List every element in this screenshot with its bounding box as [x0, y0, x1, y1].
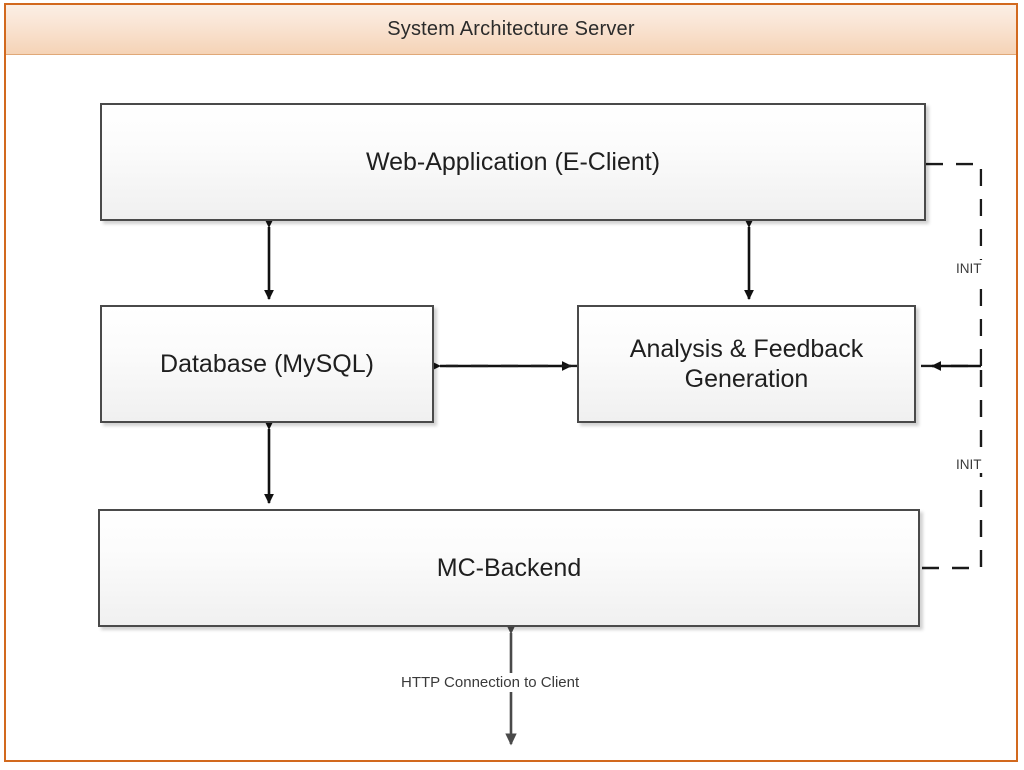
diagram-canvas: Web-Application (E-Client) Database (MyS… [6, 55, 1016, 760]
node-web-application[interactable]: Web-Application (E-Client) [100, 103, 926, 221]
node-database[interactable]: Database (MySQL) [100, 305, 434, 423]
node-analysis-feedback[interactable]: Analysis & Feedback Generation [577, 305, 916, 423]
diagram-frame: System Architecture Server [4, 3, 1018, 762]
node-analysis-line-1: Analysis & Feedback [629, 334, 864, 363]
node-mc-backend-label: MC-Backend [436, 553, 582, 582]
title-bar: System Architecture Server [6, 5, 1016, 55]
node-web-application-label: Web-Application (E-Client) [365, 147, 661, 176]
edge-label-init-top: INIT [953, 260, 985, 277]
node-analysis-feedback-label: Analysis & Feedback Generation [610, 334, 883, 395]
node-mc-backend[interactable]: MC-Backend [98, 509, 920, 627]
page-title: System Architecture Server [387, 18, 635, 40]
edge-label-http-connection: HTTP Connection to Client [395, 673, 586, 692]
edge-label-init-bottom: INIT [953, 456, 985, 473]
node-analysis-line-2: Generation [684, 365, 809, 393]
node-database-label: Database (MySQL) [160, 349, 374, 378]
